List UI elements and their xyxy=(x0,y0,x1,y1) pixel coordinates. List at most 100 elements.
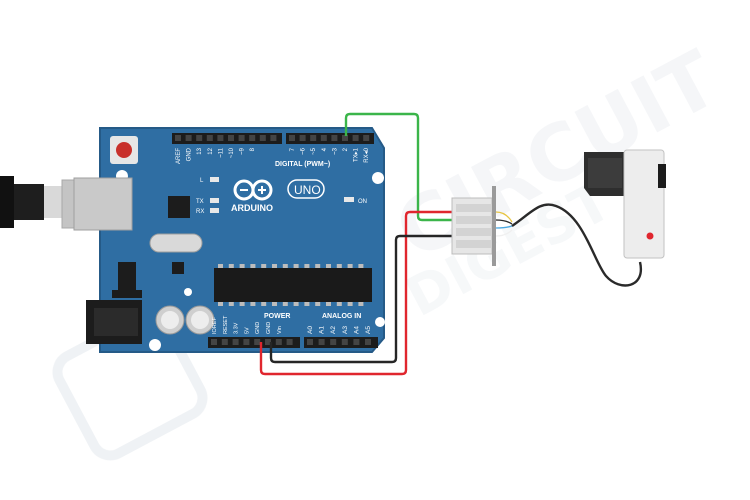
uno-badge xyxy=(287,179,325,199)
header-pin xyxy=(196,135,203,141)
power-pin-label: 5V xyxy=(244,327,250,334)
top-pin-label: 2 xyxy=(343,147,349,151)
header-pin xyxy=(206,135,213,141)
analog-pin-label: A3 xyxy=(342,326,349,334)
header-pin xyxy=(221,339,228,345)
header-pin xyxy=(318,339,325,345)
capacitor xyxy=(185,305,215,335)
header-pin xyxy=(331,135,338,141)
on-led-label: ON xyxy=(358,199,367,205)
mounting-hole xyxy=(375,317,385,327)
top-pin-label: ~6 xyxy=(301,147,307,155)
mounting-hole xyxy=(372,172,384,184)
header-pin xyxy=(320,135,327,141)
capacitor xyxy=(155,305,185,335)
analog-header xyxy=(304,337,378,348)
power-pin-label: Vin xyxy=(277,326,283,334)
power-header xyxy=(208,337,300,348)
header-pin xyxy=(289,135,295,141)
sensor-module xyxy=(584,149,666,259)
header-pin xyxy=(275,339,282,345)
header-pin xyxy=(259,135,266,141)
analog-pin-label: A4 xyxy=(353,326,360,334)
header-pin xyxy=(228,135,234,141)
analog-pin-label: A1 xyxy=(319,326,326,334)
usb-port xyxy=(73,177,133,231)
top-pin-label: ~11 xyxy=(218,147,224,157)
top-pin-label: ~10 xyxy=(229,147,235,158)
analog-pin-label: A2 xyxy=(330,326,337,334)
top-pin-label: ~9 xyxy=(240,147,246,155)
arduino-uno-board: AREF GND 13 12 ~11 ~10 ~9 8 7 ~6 ~5 4 ~3 2 TX▸1 RX◂0 DI… xyxy=(73,127,385,353)
top-pin-label: TX▸1 xyxy=(354,147,360,162)
power-pin-label: 3.3V xyxy=(234,322,240,334)
analog-pin-labels: A0 A1 A2 A3 A4 A5 xyxy=(307,326,372,334)
header-pin xyxy=(365,339,371,345)
model-text: UNO xyxy=(294,183,321,197)
top-pin-label: 4 xyxy=(322,147,328,151)
wire-green-signal xyxy=(344,112,456,222)
header-pin xyxy=(243,339,250,345)
analog-pin-label: A5 xyxy=(365,326,372,334)
digital-header-left xyxy=(172,133,282,144)
digital-header-right xyxy=(286,133,374,144)
regulator xyxy=(118,262,136,292)
power-pin-label: IOREF xyxy=(212,317,218,334)
led-tx-label: TX xyxy=(196,199,204,205)
power-pin-label: GND xyxy=(266,322,272,334)
header-pin xyxy=(330,339,337,345)
top-pin-label: 7 xyxy=(290,147,296,151)
top-pin-label: 8 xyxy=(250,147,256,151)
analog-label: ANALOG IN xyxy=(322,313,361,320)
top-pin-label: 12 xyxy=(208,147,214,154)
wire-red-5v xyxy=(259,210,456,376)
sensor-connector xyxy=(451,186,513,266)
crystal xyxy=(149,233,203,253)
header-pin xyxy=(249,135,256,141)
wire-black-gnd xyxy=(269,234,456,364)
header-pin xyxy=(352,135,359,141)
top-pin-label: ~5 xyxy=(311,147,317,155)
header-pin xyxy=(363,135,370,141)
top-pin-labels: AREF GND 13 12 ~11 ~10 ~9 8 7 ~6 ~5 4 ~3 2 TX▸1 RX◂0 xyxy=(176,147,370,164)
header-pin xyxy=(265,339,271,345)
wires xyxy=(259,112,456,376)
header-pin xyxy=(185,135,192,141)
header-pin xyxy=(310,135,317,141)
arduino-logo: ARDUINO UNO xyxy=(231,179,325,213)
top-pin-label: GND xyxy=(187,147,193,161)
sensor-cable xyxy=(511,203,643,287)
brand-text: ARDUINO xyxy=(231,203,273,213)
header-pin xyxy=(175,135,181,141)
led-rx-label: RX xyxy=(196,209,204,215)
header-pin xyxy=(211,339,217,345)
analog-pin-label: A0 xyxy=(307,326,314,334)
header-pin xyxy=(286,339,293,345)
sensor-led xyxy=(646,232,654,240)
usb-chip xyxy=(168,196,190,218)
top-pin-label: ~3 xyxy=(332,147,338,155)
header-pin xyxy=(341,339,348,345)
power-pin-labels: IOREF RESET 3.3V 5V GND GND Vin xyxy=(212,315,283,334)
top-pin-label: 13 xyxy=(197,147,203,154)
top-pin-label: RX◂0 xyxy=(364,147,370,162)
mounting-hole xyxy=(149,339,161,351)
power-pin-label: RESET xyxy=(223,315,229,334)
led-l-label: L xyxy=(200,178,204,184)
top-pin-label: AREF xyxy=(176,148,182,164)
header-pin xyxy=(232,339,239,345)
header-pin xyxy=(342,135,348,141)
power-pin-label: GND xyxy=(255,322,261,334)
digital-header-title: DIGITAL (PWM~) xyxy=(275,161,330,168)
chip-pins xyxy=(218,264,364,306)
atmega-chip xyxy=(214,268,372,302)
header-pin xyxy=(217,135,224,141)
header-pin xyxy=(353,339,360,345)
power-label: POWER xyxy=(264,313,290,320)
header-pin xyxy=(299,135,306,141)
header-pin xyxy=(254,339,261,345)
header-pin xyxy=(270,135,277,141)
header-pin xyxy=(307,339,313,345)
header-pin xyxy=(238,135,245,141)
